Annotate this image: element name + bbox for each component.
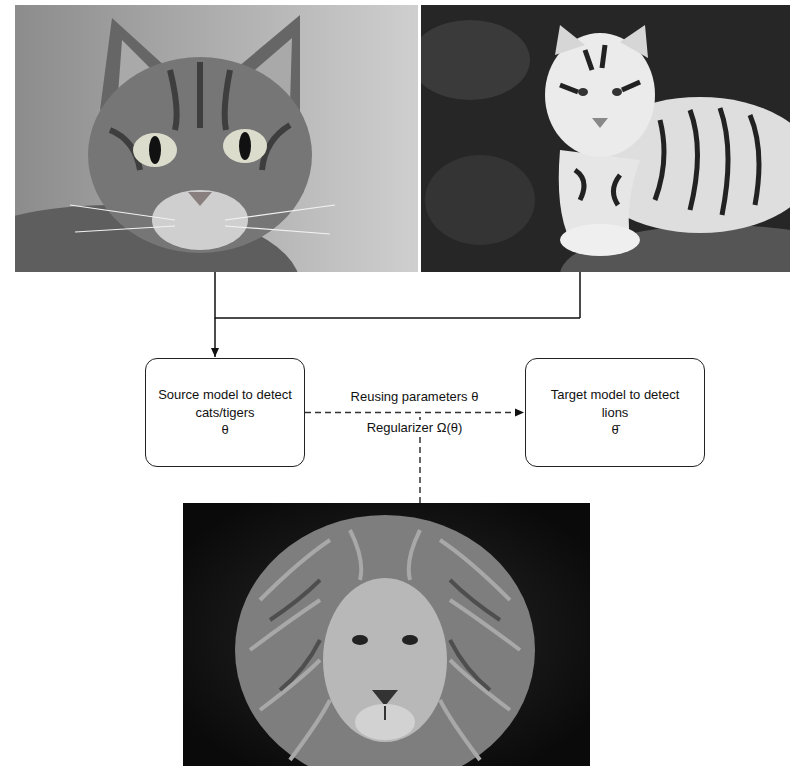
tiger-stripes (560, 45, 759, 215)
parameter-symbol: θ̄ (611, 421, 618, 439)
photo-ground (15, 5, 418, 272)
model-box: Target model to detect lionsθ̄ (525, 358, 705, 467)
tiger-paw (560, 224, 640, 256)
tiger-ear (555, 25, 585, 55)
tiger-eye (578, 88, 588, 96)
regularizer-label: Regularizer Ω(θ) (364, 420, 466, 437)
lion-nose (372, 690, 398, 706)
tiger-eye (612, 88, 622, 96)
edge-label: Reusing parameters θ (348, 389, 482, 406)
cat-photo (15, 5, 418, 272)
lion-photo (183, 503, 590, 766)
lion-eye (352, 635, 368, 645)
merge-line (215, 272, 580, 318)
box-title: Source model to detect cats/tigers (156, 386, 294, 421)
parameter-symbol: θ (221, 421, 228, 439)
lion-face (323, 578, 447, 742)
cat-muzzle (152, 190, 248, 250)
cat-pupil (239, 132, 251, 160)
cat-nose (188, 192, 212, 206)
lion-mane (235, 515, 535, 766)
photo-gap (418, 5, 421, 272)
foliage (425, 155, 535, 245)
tiger-nose (592, 118, 608, 128)
tiger-photo (421, 5, 790, 272)
transfer-arrow (305, 412, 524, 414)
lion-muzzle (355, 704, 415, 740)
lion-mouth (384, 706, 386, 720)
model-box: Source model to detect cats/tigersθ (145, 358, 305, 467)
rock (560, 225, 790, 272)
cat-stripes (110, 62, 290, 170)
cat-eye (223, 129, 267, 163)
foliage (421, 20, 530, 100)
cat-whiskers (70, 205, 335, 234)
box-title: Target model to detect lions (536, 386, 694, 421)
cat-head (88, 57, 312, 253)
cat-eye (133, 133, 177, 167)
cat-pupil (149, 136, 161, 164)
lion-eye (402, 635, 418, 645)
tiger-ear (620, 25, 648, 58)
input-arrow (214, 318, 216, 357)
mane-texture (250, 530, 520, 760)
